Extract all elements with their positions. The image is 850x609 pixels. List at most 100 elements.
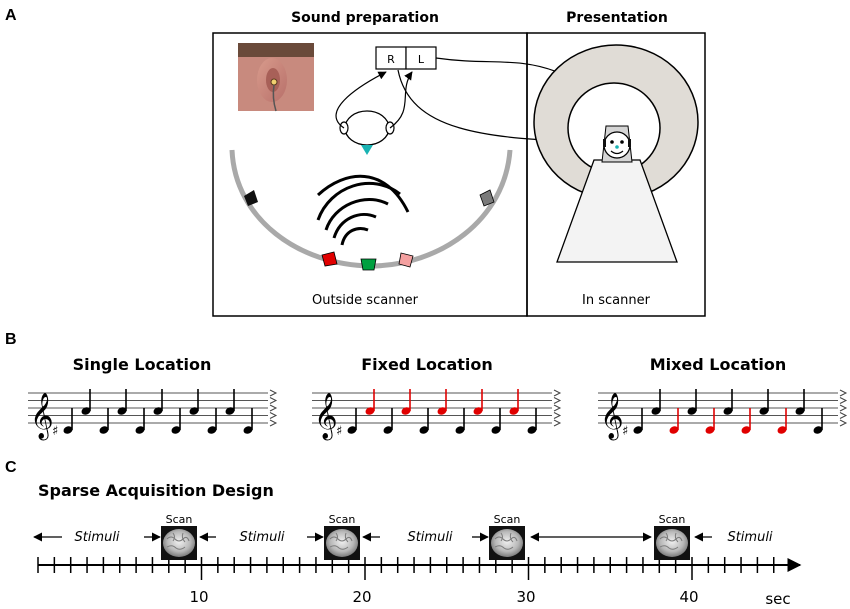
sharp-icon: ♯: [52, 424, 58, 439]
right-label: R: [387, 53, 395, 66]
scan-4: Scan: [653, 513, 691, 561]
note-head: [99, 426, 109, 434]
note-head: [723, 407, 733, 415]
note-head: [777, 426, 787, 434]
brain-icon: [488, 525, 526, 561]
tick-label-40: 40: [679, 588, 698, 606]
treble-clef-icon: 𝄞: [30, 393, 54, 441]
continuation-arrow: [269, 412, 278, 419]
note-head: [669, 426, 679, 434]
left-label: L: [418, 53, 425, 66]
note-head: [455, 426, 465, 434]
outside-scanner-label: Outside scanner: [312, 293, 419, 308]
panel-b: B Single Location Fixed Location Mixed L…: [5, 331, 848, 441]
continuation-arrow: [269, 389, 278, 397]
note-head: [225, 407, 235, 415]
note-head: [207, 426, 217, 434]
time-axis-ticks: [37, 557, 775, 580]
continuation-arrow: [553, 412, 562, 419]
tick-label-10: 10: [189, 588, 208, 606]
note-head: [491, 426, 501, 434]
continuation-arrow: [269, 419, 278, 427]
note-head: [135, 426, 145, 434]
in-scanner-label: In scanner: [582, 293, 651, 308]
speaker-red: [321, 251, 338, 267]
note-head: [741, 426, 751, 434]
scan-label-2: Scan: [329, 513, 356, 526]
ear-photo: [238, 43, 314, 112]
scan-3: Scan: [488, 513, 526, 561]
note-head: [243, 426, 253, 434]
stimuli-label-2: Stimuli: [239, 530, 284, 545]
staff-single-location: 𝄞♯: [28, 389, 278, 441]
scan-label-3: Scan: [494, 513, 521, 526]
note-head: [651, 407, 661, 415]
scan-1: Scan: [160, 513, 198, 561]
treble-clef-icon: 𝄞: [600, 393, 624, 441]
continuation-arrow: [553, 389, 562, 397]
sound-waves-icon: [316, 174, 410, 246]
presentation-box: [526, 32, 706, 317]
speaker-black: [244, 190, 258, 206]
note-head: [117, 407, 127, 415]
note-head: [813, 426, 823, 434]
panel-a: A Sound preparation Presentation R L: [5, 7, 706, 317]
brain-icon: [653, 525, 691, 561]
speaker-gray: [479, 189, 495, 207]
panel-c: C Sparse Acquisition Design 10 20 30 40 …: [5, 459, 802, 608]
sharp-icon: ♯: [622, 424, 628, 439]
speaker-array-arc: [229, 149, 513, 269]
sharp-icon: ♯: [336, 424, 342, 439]
staff-fixed-location: 𝄞♯: [312, 389, 562, 441]
time-unit-label: sec: [765, 590, 790, 608]
note-head: [383, 426, 393, 434]
brain-icon: [160, 525, 198, 561]
single-location-title: Single Location: [73, 355, 212, 374]
continuation-arrow: [269, 404, 278, 412]
note-head: [759, 407, 769, 415]
scan-label-4: Scan: [659, 513, 686, 526]
panel-c-letter: C: [5, 459, 17, 476]
note-head: [633, 426, 643, 434]
continuation-arrow: [553, 397, 562, 404]
note-head: [189, 407, 199, 415]
scan-label-1: Scan: [166, 513, 193, 526]
note-head: [437, 407, 447, 415]
mixed-location-title: Mixed Location: [650, 355, 787, 374]
continuation-arrow: [553, 404, 562, 412]
staff-mixed-location: 𝄞♯: [598, 389, 848, 441]
brain-icon: [323, 525, 361, 561]
scan-2: Scan: [323, 513, 361, 561]
note-head: [81, 407, 91, 415]
speaker-green: [360, 258, 377, 271]
tick-label-20: 20: [352, 588, 371, 606]
note-head: [795, 407, 805, 415]
stimuli-label-3: Stimuli: [407, 530, 452, 545]
sparse-acquisition-title: Sparse Acquisition Design: [38, 481, 274, 500]
note-head: [171, 426, 181, 434]
note-head: [527, 426, 537, 434]
ear-to-left-arrow: [389, 71, 413, 129]
note-head: [473, 407, 483, 415]
note-head: [419, 426, 429, 434]
ear-to-right-arrow: [335, 71, 387, 129]
panel-a-letter: A: [5, 7, 17, 24]
note-head: [153, 407, 163, 415]
continuation-arrow: [839, 397, 848, 404]
scanner-icon: [533, 44, 699, 263]
note-head: [365, 407, 375, 415]
presentation-title: Presentation: [566, 10, 668, 26]
note-head: [63, 426, 73, 434]
note-head: [705, 426, 715, 434]
sound-preparation-title: Sound preparation: [291, 10, 439, 26]
continuation-arrow: [839, 404, 848, 412]
note-head: [401, 407, 411, 415]
continuation-arrow: [839, 412, 848, 419]
note-head: [509, 407, 519, 415]
fixed-location-title: Fixed Location: [361, 355, 493, 374]
continuation-arrow: [553, 419, 562, 427]
panel-b-letter: B: [5, 331, 17, 348]
note-head: [347, 426, 357, 434]
continuation-arrow: [269, 397, 278, 404]
